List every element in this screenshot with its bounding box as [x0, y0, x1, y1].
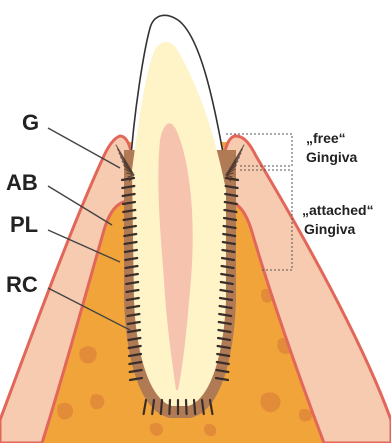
label-free: „free“: [306, 130, 346, 146]
fiber-apex: [169, 400, 170, 414]
label-rc: RC: [6, 272, 38, 297]
fiber-apex: [194, 400, 195, 414]
fiber-apex: [161, 400, 162, 414]
label-g: G: [22, 110, 39, 135]
label-ab: AB: [6, 170, 38, 195]
fiber-apex: [186, 400, 187, 414]
label-attached: „attached“: [302, 202, 374, 218]
label-attached-gingiva: Gingiva: [304, 221, 356, 237]
label-pl: PL: [10, 212, 38, 237]
label-free-gingiva: Gingiva: [306, 149, 358, 165]
